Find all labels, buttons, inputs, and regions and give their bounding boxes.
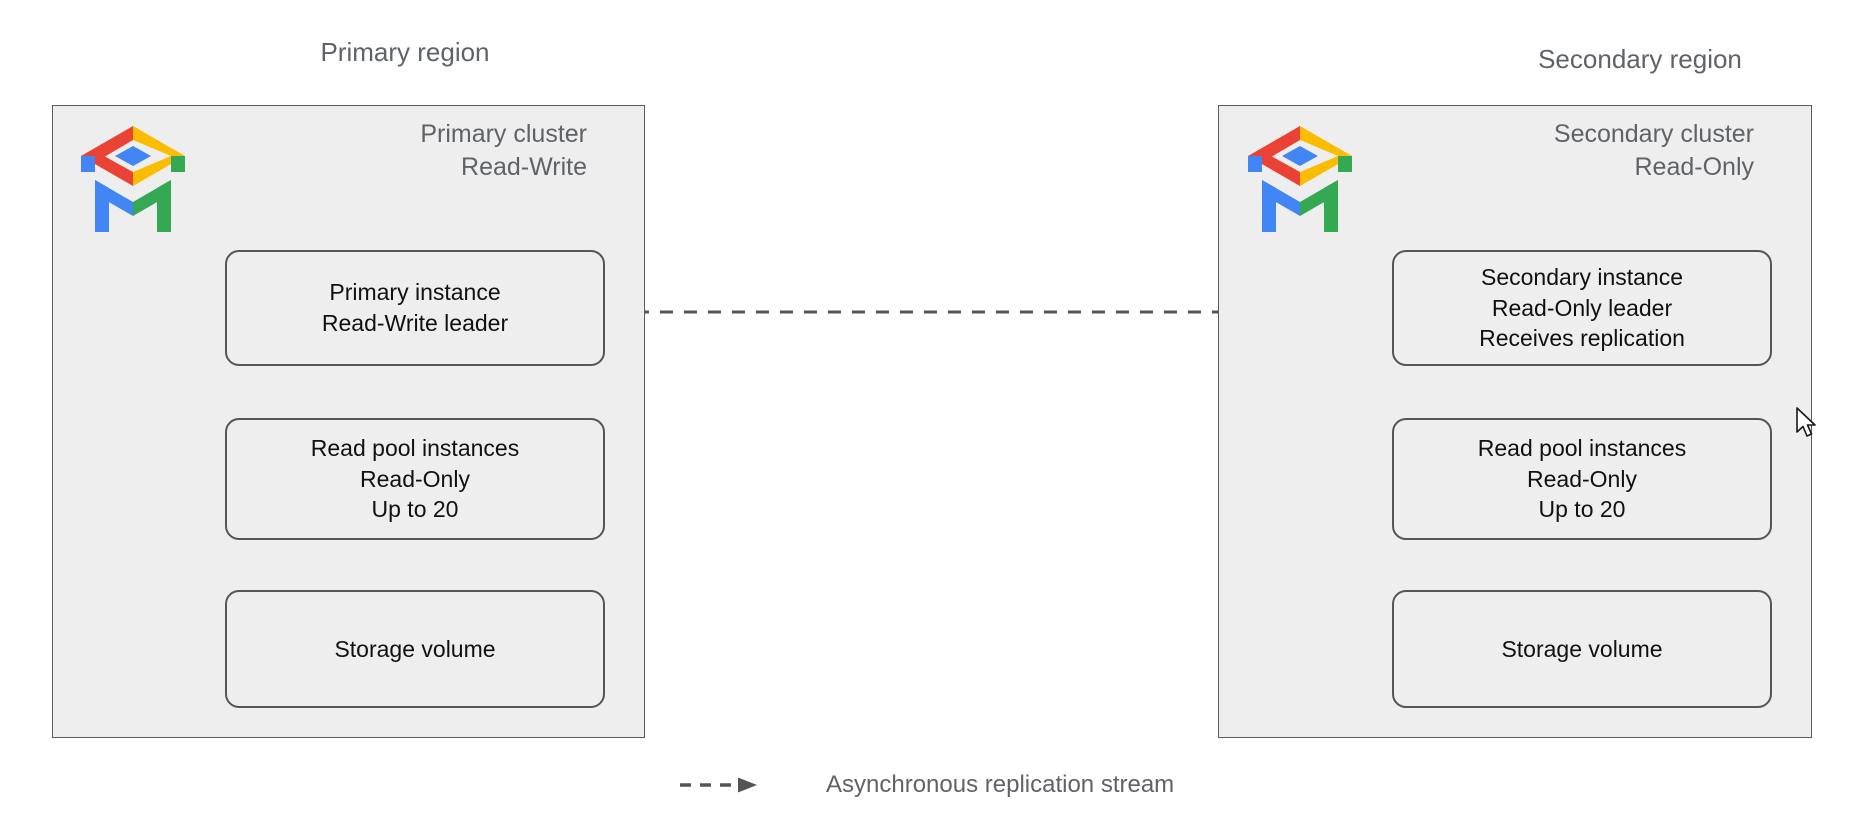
node-secondary-instance-label: Secondary instance Read-Only leader Rece… bbox=[1479, 264, 1685, 352]
alloydb-logo bbox=[1245, 110, 1355, 240]
node-secondary-instance[interactable]: Secondary instance Read-Only leader Rece… bbox=[1392, 250, 1772, 366]
cluster-title-secondary: Secondary cluster Read-Only bbox=[1553, 120, 1754, 181]
node-secondary-read-pool[interactable]: Read pool instances Read-Only Up to 20 bbox=[1392, 418, 1772, 540]
node-primary-storage-volume[interactable]: Storage volume bbox=[225, 590, 605, 708]
node-primary-instance-label: Primary instance Read-Write leader bbox=[321, 279, 509, 336]
node-primary-storage-volume-label: Storage volume bbox=[334, 635, 496, 662]
alloydb-logo bbox=[78, 110, 188, 240]
node-secondary-read-pool-label: Read pool instances Read-Only Up to 20 bbox=[1477, 435, 1687, 523]
node-secondary-storage-volume-label: Storage volume bbox=[1501, 635, 1663, 662]
legend: Asynchronous replication stream bbox=[678, 770, 1174, 800]
cluster-title-primary: Primary cluster Read-Write bbox=[420, 120, 587, 181]
node-primary-read-pool[interactable]: Read pool instances Read-Only Up to 20 bbox=[225, 418, 605, 540]
region-label-primary: Primary region bbox=[320, 37, 490, 67]
legend-dashed-arrow-icon bbox=[680, 777, 757, 793]
region-label-secondary: Secondary region bbox=[1538, 44, 1742, 74]
node-primary-read-pool-label: Read pool instances Read-Only Up to 20 bbox=[310, 435, 520, 523]
node-primary-instance[interactable]: Primary instance Read-Write leader bbox=[225, 250, 605, 366]
node-secondary-storage-volume[interactable]: Storage volume bbox=[1392, 590, 1772, 708]
legend-item-label: Asynchronous replication stream bbox=[826, 771, 1175, 798]
